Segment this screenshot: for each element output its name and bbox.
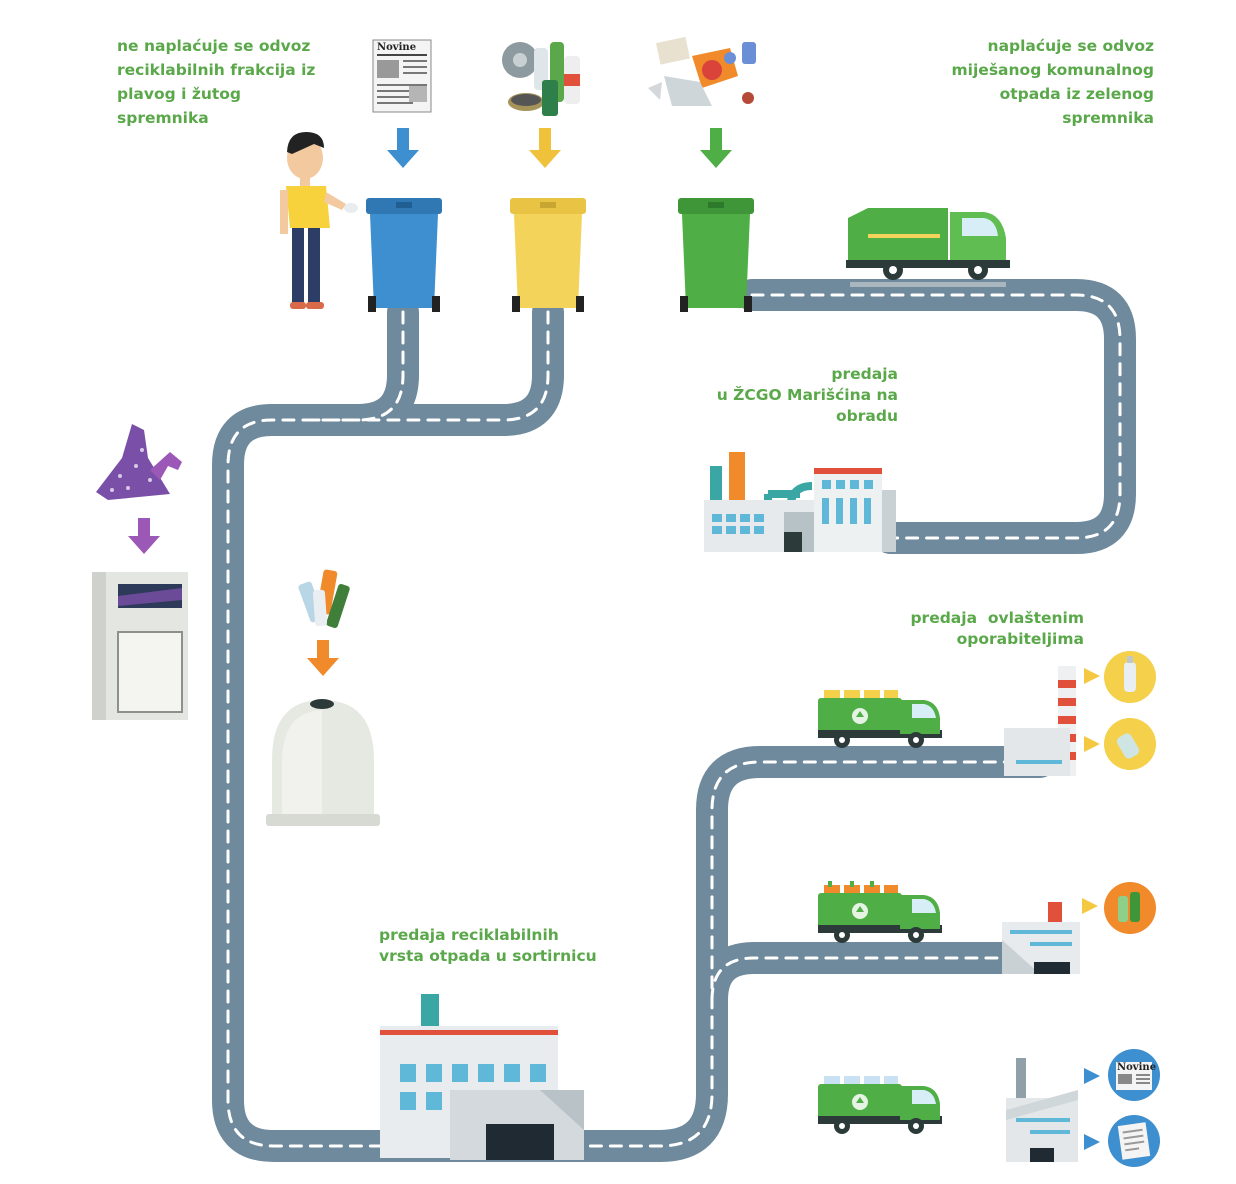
right-arrow-icon — [1084, 1068, 1100, 1150]
blue-bin-icon — [366, 198, 442, 312]
yellow-bin-icon — [510, 198, 586, 312]
road-network — [212, 279, 1136, 1162]
glass-bottle-badge-icon — [1104, 718, 1156, 770]
sorting-plant-icon — [380, 994, 584, 1160]
down-arrow-icon — [700, 128, 732, 168]
recyclers-handover-label: predaja ovlaštenim oporabiteljima — [910, 609, 1084, 648]
zcgo-handover-label: predaja u ŽCGO Marišćina na obradu — [716, 365, 898, 425]
paid-collection-label: naplaćuje se odvoz miješanog komunalnog … — [951, 37, 1154, 127]
packaging-icon — [502, 42, 580, 116]
newspaper-badge-icon: Novine — [1108, 1049, 1160, 1101]
down-arrow-icon — [529, 128, 561, 168]
plastic-bottle-badge-icon — [1104, 651, 1156, 703]
clothes-icon — [96, 424, 182, 500]
clothing-container-icon — [92, 572, 188, 720]
down-arrow-icon — [128, 518, 160, 554]
down-arrow-icon — [387, 128, 419, 168]
glass-bottles-icon — [298, 569, 350, 628]
factory-icon — [1002, 902, 1080, 974]
sorting-handover-label: predaja reciklabilnih vrsta otpada u sor… — [379, 926, 597, 965]
free-collection-label: ne naplaćuje se odvoz reciklabilnih frak… — [117, 37, 316, 127]
garbage-truck-icon — [846, 208, 1010, 287]
svg-text:Novine: Novine — [1117, 1062, 1156, 1073]
factory-icon — [704, 452, 896, 552]
newspaper-icon: Novine — [372, 39, 432, 113]
mixed-waste-icon — [648, 36, 756, 106]
svg-text:Novine: Novine — [377, 42, 416, 53]
person-icon — [280, 132, 358, 309]
green-bin-icon — [678, 198, 754, 312]
right-arrow-icon — [1082, 668, 1100, 914]
down-arrow-icon — [307, 640, 339, 676]
recycling-truck-icon — [818, 690, 942, 748]
glass-bottles-badge-icon — [1104, 882, 1156, 934]
factory-icon — [1006, 1058, 1078, 1162]
glass-igloo-icon — [266, 699, 380, 826]
recycling-truck-icon — [818, 1076, 942, 1134]
document-badge-icon — [1108, 1115, 1160, 1167]
factory-icon — [1004, 666, 1076, 776]
recycling-truck-icon — [818, 881, 942, 943]
